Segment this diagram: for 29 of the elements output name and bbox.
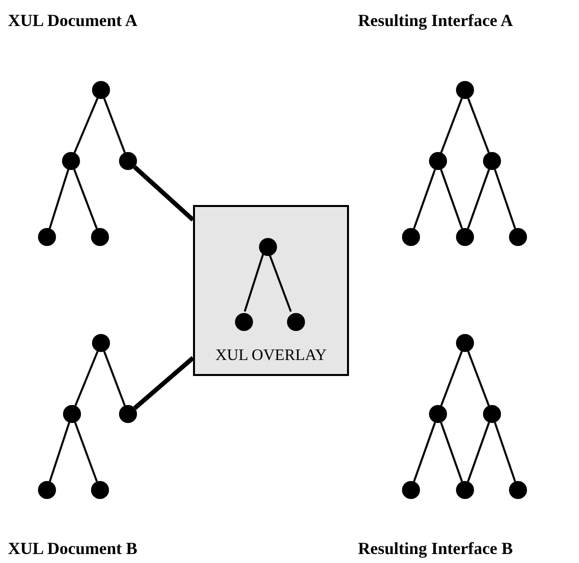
connector-line [48, 169, 70, 229]
connector-line [440, 98, 463, 153]
connector-line [74, 350, 99, 406]
connector-line [244, 253, 264, 312]
connector-line [103, 351, 126, 406]
connector-line [74, 422, 98, 482]
overlay-box [193, 205, 349, 376]
connector-line [440, 169, 463, 229]
connector-line [467, 98, 490, 153]
connector-line [73, 169, 98, 229]
diagram-heading: XUL Document B [8, 538, 138, 560]
connector-line [440, 422, 463, 482]
connector-line [467, 351, 490, 406]
connector-line [74, 98, 98, 154]
connector-line [133, 356, 194, 410]
diagram-heading: Resulting Interface B [358, 538, 513, 560]
connector-line [133, 165, 195, 222]
connector-line [413, 422, 436, 482]
connector-line [413, 169, 436, 229]
connector-line [268, 253, 292, 312]
connector-line [467, 169, 490, 229]
connector-line [103, 98, 126, 153]
diagram-heading: Resulting Interface A [358, 10, 513, 32]
connector-line [494, 169, 516, 229]
connector-line [467, 422, 490, 482]
connector-line [494, 422, 516, 482]
connector-line [440, 351, 463, 406]
diagram-heading: XUL Document A [8, 10, 138, 32]
connector-line [48, 422, 70, 482]
